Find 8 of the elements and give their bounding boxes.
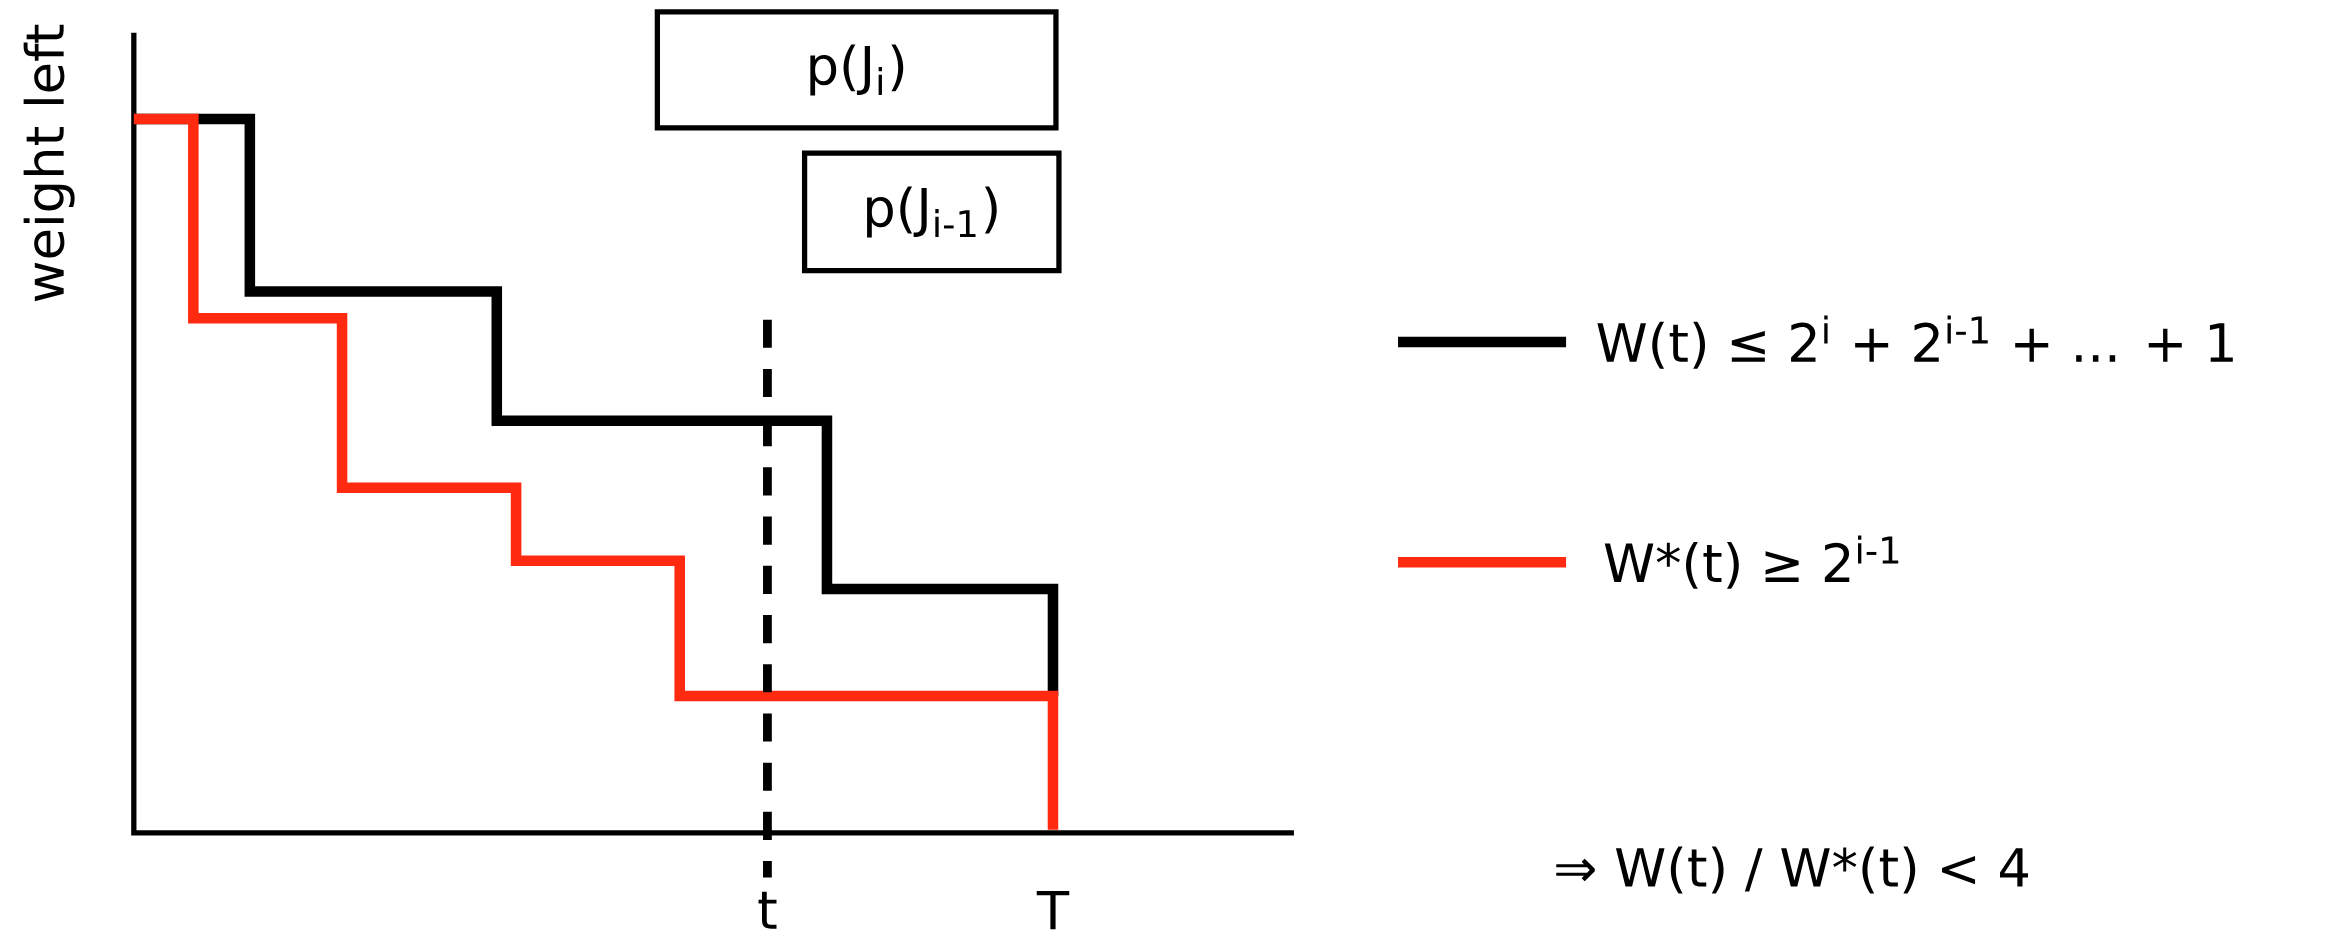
axis-label: weight left: [23, 24, 75, 302]
legend-text: W(t) ≤ 2$^{i}$ + 2$^{i-1}$ + ... + 1: [1597, 315, 2233, 369]
tick-label: t: [758, 891, 777, 929]
legend-text: W*(t) ≥ 2$^{i-1}$: [1604, 535, 1899, 589]
job-box: p(J$_{i-1}$): [801, 150, 1062, 274]
tick-label: T: [1036, 890, 1070, 930]
job-box: p(J$_{i}$): [654, 9, 1059, 131]
formula-note: ⇒ W(t) / W*(t) < 4: [1556, 846, 2028, 894]
